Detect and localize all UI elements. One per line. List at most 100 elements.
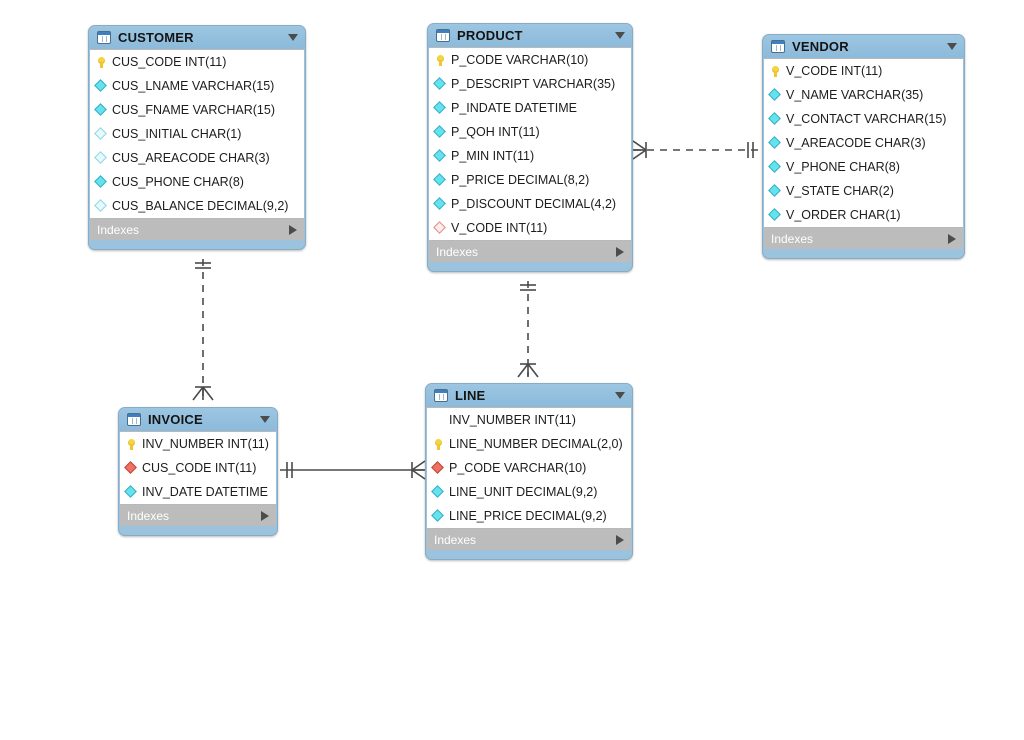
nullable-foreign-key-icon [433, 220, 447, 235]
indexes-bar-line[interactable]: Indexes [427, 529, 631, 550]
column-row[interactable]: V_ORDER CHAR(1) [764, 203, 963, 227]
column-list-customer: CUS_CODE INT(11) CUS_LNAME VARCHAR(15) CUS… [90, 49, 304, 219]
not-null-column-icon [94, 102, 108, 117]
indexes-bar-invoice[interactable]: Indexes [120, 505, 276, 526]
column-row[interactable]: LINE_NUMBER DECIMAL(2,0) [427, 432, 631, 456]
entity-table-customer[interactable]: CUSTOMER CUS_CODE INT(11) CUS_LNAME VARCHA… [88, 25, 306, 250]
column-label: V_AREACODE CHAR(3) [786, 136, 926, 150]
column-label: P_PRICE DECIMAL(8,2) [451, 173, 590, 187]
column-row[interactable]: CUS_BALANCE DECIMAL(9,2) [90, 194, 304, 218]
column-row[interactable]: P_CODE VARCHAR(10) [427, 456, 631, 480]
table-title: LINE [455, 388, 486, 403]
column-label: P_CODE VARCHAR(10) [451, 53, 589, 67]
not-null-column-icon [431, 508, 445, 523]
chevron-down-icon[interactable] [288, 34, 298, 41]
indexes-bar-product[interactable]: Indexes [429, 241, 631, 262]
expand-arrow-icon[interactable] [289, 224, 297, 235]
table-header-invoice[interactable]: INVOICE [119, 408, 277, 431]
not-null-column-icon [768, 87, 782, 102]
chevron-down-icon[interactable] [947, 43, 957, 50]
column-list-invoice: INV_NUMBER INT(11) CUS_CODE INT(11)INV_DA… [120, 431, 276, 505]
nullable-column-icon [94, 150, 108, 165]
not-null-column-icon [431, 484, 445, 499]
nullable-column-icon [94, 126, 108, 141]
no-icon [432, 414, 445, 427]
table-icon [97, 31, 111, 44]
column-row[interactable]: V_AREACODE CHAR(3) [764, 131, 963, 155]
not-null-column-icon [433, 76, 447, 91]
column-row[interactable]: LINE_UNIT DECIMAL(9,2) [427, 480, 631, 504]
expand-arrow-icon[interactable] [261, 510, 269, 521]
entity-table-line[interactable]: LINE INV_NUMBER INT(11)LINE_NUMBER DECIMA… [425, 383, 633, 560]
column-row[interactable]: V_STATE CHAR(2) [764, 179, 963, 203]
column-row[interactable]: V_CONTACT VARCHAR(15) [764, 107, 963, 131]
column-row[interactable]: V_CODE INT(11) [429, 216, 631, 240]
nullable-column-icon [94, 198, 108, 213]
table-icon [771, 40, 785, 53]
not-null-column-icon [433, 100, 447, 115]
column-row[interactable]: P_INDATE DATETIME [429, 96, 631, 120]
column-label: CUS_LNAME VARCHAR(15) [112, 79, 275, 93]
column-row[interactable]: CUS_LNAME VARCHAR(15) [90, 74, 304, 98]
chevron-down-icon[interactable] [615, 392, 625, 399]
column-row[interactable]: INV_DATE DATETIME [120, 480, 276, 504]
column-row[interactable]: V_NAME VARCHAR(35) [764, 83, 963, 107]
column-label: CUS_INITIAL CHAR(1) [112, 127, 242, 141]
column-label: V_CODE INT(11) [451, 221, 548, 235]
column-row[interactable]: INV_NUMBER INT(11) [120, 432, 276, 456]
entity-table-product[interactable]: PRODUCT P_CODE VARCHAR(10) P_DESCRIPT VARC… [427, 23, 633, 272]
expand-arrow-icon[interactable] [616, 246, 624, 257]
chevron-down-icon[interactable] [260, 416, 270, 423]
column-row[interactable]: LINE_PRICE DECIMAL(9,2) [427, 504, 631, 528]
indexes-bar-customer[interactable]: Indexes [90, 219, 304, 240]
column-row[interactable]: P_MIN INT(11) [429, 144, 631, 168]
column-label: V_NAME VARCHAR(35) [786, 88, 924, 102]
column-row[interactable]: P_DESCRIPT VARCHAR(35) [429, 72, 631, 96]
column-label: P_QOH INT(11) [451, 125, 540, 139]
not-null-column-icon [768, 111, 782, 126]
column-label: INV_NUMBER INT(11) [142, 437, 269, 451]
column-label: CUS_CODE INT(11) [112, 55, 227, 69]
column-row[interactable]: CUS_PHONE CHAR(8) [90, 170, 304, 194]
indexes-label: Indexes [434, 532, 477, 547]
column-row[interactable]: P_DISCOUNT DECIMAL(4,2) [429, 192, 631, 216]
column-row[interactable]: CUS_CODE INT(11) [120, 456, 276, 480]
not-null-column-icon [433, 196, 447, 211]
indexes-bar-vendor[interactable]: Indexes [764, 228, 963, 249]
column-row[interactable]: P_QOH INT(11) [429, 120, 631, 144]
entity-table-invoice[interactable]: INVOICE INV_NUMBER INT(11) CUS_CODE INT(11… [118, 407, 278, 536]
expand-arrow-icon[interactable] [948, 233, 956, 244]
foreign-key-icon [431, 460, 445, 475]
table-header-product[interactable]: PRODUCT [428, 24, 632, 47]
column-row[interactable]: V_PHONE CHAR(8) [764, 155, 963, 179]
expand-arrow-icon[interactable] [616, 534, 624, 545]
not-null-column-icon [433, 124, 447, 139]
column-label: V_STATE CHAR(2) [786, 184, 894, 198]
table-header-customer[interactable]: CUSTOMER [89, 26, 305, 49]
not-null-column-icon [124, 484, 138, 499]
column-row[interactable]: CUS_AREACODE CHAR(3) [90, 146, 304, 170]
table-title: CUSTOMER [118, 30, 194, 45]
column-label: CUS_AREACODE CHAR(3) [112, 151, 270, 165]
column-label: CUS_BALANCE DECIMAL(9,2) [112, 199, 289, 213]
indexes-label: Indexes [97, 222, 140, 237]
primary-key-icon [769, 65, 782, 78]
column-row[interactable]: CUS_CODE INT(11) [90, 50, 304, 74]
column-label: LINE_UNIT DECIMAL(9,2) [449, 485, 598, 499]
column-row[interactable]: P_PRICE DECIMAL(8,2) [429, 168, 631, 192]
table-icon [436, 29, 450, 42]
table-header-line[interactable]: LINE [426, 384, 632, 407]
indexes-label: Indexes [771, 231, 814, 246]
column-row[interactable]: CUS_INITIAL CHAR(1) [90, 122, 304, 146]
column-row[interactable]: CUS_FNAME VARCHAR(15) [90, 98, 304, 122]
column-row[interactable]: V_CODE INT(11) [764, 59, 963, 83]
table-header-vendor[interactable]: VENDOR [763, 35, 964, 58]
chevron-down-icon[interactable] [615, 32, 625, 39]
column-row[interactable]: INV_NUMBER INT(11) [427, 408, 631, 432]
not-null-column-icon [768, 183, 782, 198]
indexes-label: Indexes [436, 244, 479, 259]
column-list-vendor: V_CODE INT(11) V_NAME VARCHAR(35) V_CONTAC… [764, 58, 963, 228]
relationship-customer-invoice [192, 259, 214, 401]
column-row[interactable]: P_CODE VARCHAR(10) [429, 48, 631, 72]
